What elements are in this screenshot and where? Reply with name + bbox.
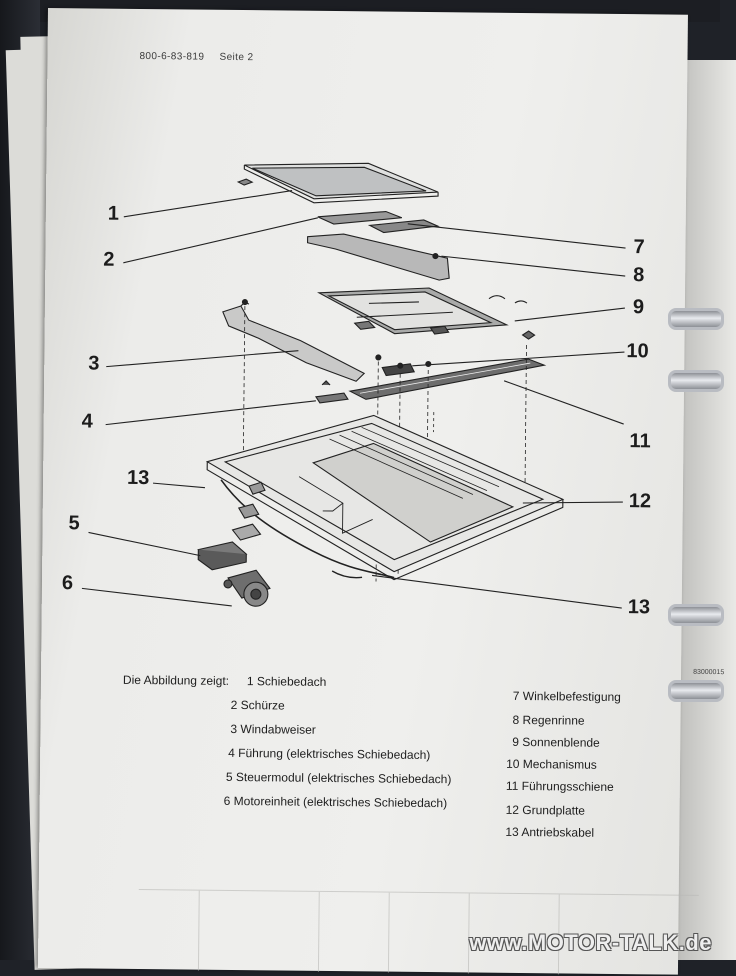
legend-item: 12 Grundplatte <box>505 802 586 818</box>
legend-item: 1 Schiebedach <box>246 674 327 689</box>
callout-12: 12 <box>628 490 652 513</box>
legend-item: 5 Steuermodul (elektrisches Schiebedach) <box>225 769 452 787</box>
manual-page: 800-6-83-819 Seite 2 <box>37 8 724 976</box>
callout-1: 1 <box>107 202 120 225</box>
legend-item: 3 Windabweiser <box>230 721 316 737</box>
callout-11: 11 <box>629 430 651 453</box>
legend-item: 4 Führung (elektrisches Schiebedach) <box>228 745 431 763</box>
callout-4: 4 <box>81 410 93 433</box>
callout-6: 6 <box>61 572 74 595</box>
legend-item: 6 Motoreinheit (elektrisches Schiebedach… <box>223 793 448 811</box>
binder-ring <box>668 308 724 330</box>
callout-3: 3 <box>88 352 100 375</box>
callout-13-right: 13 <box>627 596 651 619</box>
binder-ring <box>668 680 724 702</box>
binder-ring <box>668 604 724 626</box>
callout-2: 2 <box>103 248 115 271</box>
watermark: www.MOTOR-TALK.de <box>469 930 712 955</box>
figure-code: 83000015 <box>693 668 725 677</box>
legend-item: 9 Sonnenblende <box>512 734 600 750</box>
legend-item: 7 Winkelbefestigung <box>512 688 621 705</box>
legend-item: 8 Regenrinne <box>512 712 585 728</box>
binder-ring <box>668 370 724 392</box>
legend-intro: Die Abbildung zeigt: <box>122 672 230 688</box>
legend-item: 11 Führungsschiene <box>505 778 614 794</box>
callout-13-left: 13 <box>126 466 150 490</box>
callout-7: 7 <box>633 236 645 259</box>
callout-5: 5 <box>68 512 80 535</box>
exploded-view-diagram <box>81 162 626 609</box>
legend-item: 2 Schürze <box>230 697 285 713</box>
legend-item: 10 Mechanismus <box>506 756 597 772</box>
facing-page <box>676 60 736 960</box>
callout-9: 9 <box>632 296 645 319</box>
legend-item: 13 Antriebskabel <box>505 824 595 840</box>
callout-10: 10 <box>626 340 649 363</box>
callout-8: 8 <box>633 264 645 287</box>
